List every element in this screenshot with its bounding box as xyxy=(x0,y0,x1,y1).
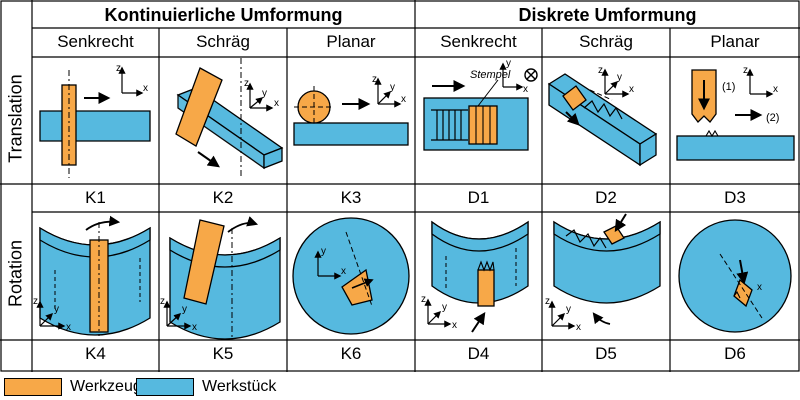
axis-z-d2: z xyxy=(598,65,603,76)
axes-k3: z x y xyxy=(372,74,406,108)
label-d6: D6 xyxy=(724,344,746,363)
axis-z-k2: z xyxy=(244,78,249,89)
axes-d4: z x y xyxy=(421,294,457,331)
axis-x-k5: x xyxy=(192,322,197,333)
axis-x-k3: x xyxy=(401,94,406,105)
legend-tool-swatch xyxy=(4,378,62,396)
step-1-label: (1) xyxy=(722,81,735,93)
axis-x-k2: x xyxy=(274,98,279,109)
axis-y-d2: y xyxy=(617,72,622,83)
label-k4: K4 xyxy=(85,344,106,363)
subheader-d-senkrecht: Senkrecht xyxy=(440,32,517,51)
axis-y-k6: y xyxy=(321,246,326,257)
label-k3: K3 xyxy=(340,188,362,207)
axis-z-k5: z xyxy=(160,296,165,307)
illustration-d6: x xyxy=(678,219,792,333)
axis-x-d5: x xyxy=(576,322,581,333)
illustration-k6: y x xyxy=(292,217,410,335)
axis-y-k4: y xyxy=(54,304,59,315)
subheader-d-planar: Planar xyxy=(710,32,760,51)
label-k6: K6 xyxy=(340,344,362,363)
label-d3: D3 xyxy=(724,188,746,207)
label-k5: K5 xyxy=(212,344,234,363)
illustration-d5: z x y xyxy=(545,213,661,333)
header-continuous-forming: Kontinuierliche Umformung xyxy=(104,5,343,25)
axis-y-k2: y xyxy=(262,88,267,99)
legend-workpiece: Werkstück xyxy=(136,377,276,397)
axes-d1: y x xyxy=(499,58,528,95)
label-d5: D5 xyxy=(595,344,617,363)
illustration-d1: Stempel y x xyxy=(423,58,538,151)
label-d4: D4 xyxy=(467,344,490,363)
illustration-d3: (1) (2) z x xyxy=(676,65,795,161)
process-illustrations: z x z x y xyxy=(33,58,795,340)
axis-z-k3: z xyxy=(372,74,377,85)
axis-z-k4: z xyxy=(33,296,38,307)
axes-k6: y x xyxy=(314,246,346,280)
axes-d5: z x y xyxy=(545,296,581,333)
axes-k4: z x y xyxy=(33,296,71,333)
axis-z-d3: z xyxy=(743,65,748,76)
axis-y-k5: y xyxy=(182,304,187,315)
label-d1: D1 xyxy=(467,188,490,207)
step-2-label: (2) xyxy=(766,112,779,124)
axis-x-d3: x xyxy=(773,84,778,95)
illustration-k4: z x y xyxy=(33,215,151,336)
label-k1: K1 xyxy=(85,188,106,207)
legend-tool: Werkzeug xyxy=(4,377,142,397)
axis-z-d4: z xyxy=(421,294,426,305)
axes-k2: z x y xyxy=(244,78,279,112)
stempel-direction-icon xyxy=(524,68,538,82)
subheader-k-senkrecht: Senkrecht xyxy=(57,32,134,51)
legend-workpiece-swatch xyxy=(136,378,194,396)
axis-y-d4: y xyxy=(442,302,447,313)
subheader-k-schraeg: Schräg xyxy=(196,32,250,51)
illustration-d2: z x y xyxy=(547,65,658,167)
label-d2: D2 xyxy=(595,188,617,207)
process-classification-table: Kontinuierliche Umformung Diskrete Umfor… xyxy=(0,0,800,372)
axis-x-d4: x xyxy=(452,320,457,331)
axis-x-k6: x xyxy=(341,266,346,277)
axis-x-d6: x xyxy=(757,282,762,293)
axis-z-d5: z xyxy=(545,296,550,307)
legend-tool-label: Werkzeug xyxy=(70,378,142,395)
axis-y-d1: y xyxy=(506,58,511,69)
axis-x-d1: x xyxy=(523,84,528,95)
illustration-k1: z x xyxy=(39,63,151,178)
axis-z-k1: z xyxy=(116,63,121,74)
legend-workpiece-label: Werkstück xyxy=(202,378,277,395)
axis-y-d5: y xyxy=(566,304,571,315)
axis-y-k3: y xyxy=(390,82,395,93)
axis-x-k1: x xyxy=(143,83,148,94)
axes-k5: z x y xyxy=(160,296,197,333)
axis-x-d2: x xyxy=(629,84,634,95)
illustration-k5: z x y xyxy=(160,216,281,340)
axes-k1: z x xyxy=(116,63,148,97)
axes-d2: z x y xyxy=(598,65,634,98)
subheader-d-schraeg: Schräg xyxy=(579,32,633,51)
illustration-k2: z x y xyxy=(175,58,284,178)
header-discrete-forming: Diskrete Umformung xyxy=(518,5,697,25)
axes-d3: z x xyxy=(743,65,778,98)
axis-x-k4: x xyxy=(66,322,71,333)
stempel-label: Stempel xyxy=(470,69,511,81)
subheader-k-planar: Planar xyxy=(326,32,376,51)
illustration-k3: z x y xyxy=(293,74,409,146)
label-k2: K2 xyxy=(212,188,234,207)
illustration-d4: z x y xyxy=(421,220,529,333)
table-grid-lines xyxy=(0,0,800,372)
